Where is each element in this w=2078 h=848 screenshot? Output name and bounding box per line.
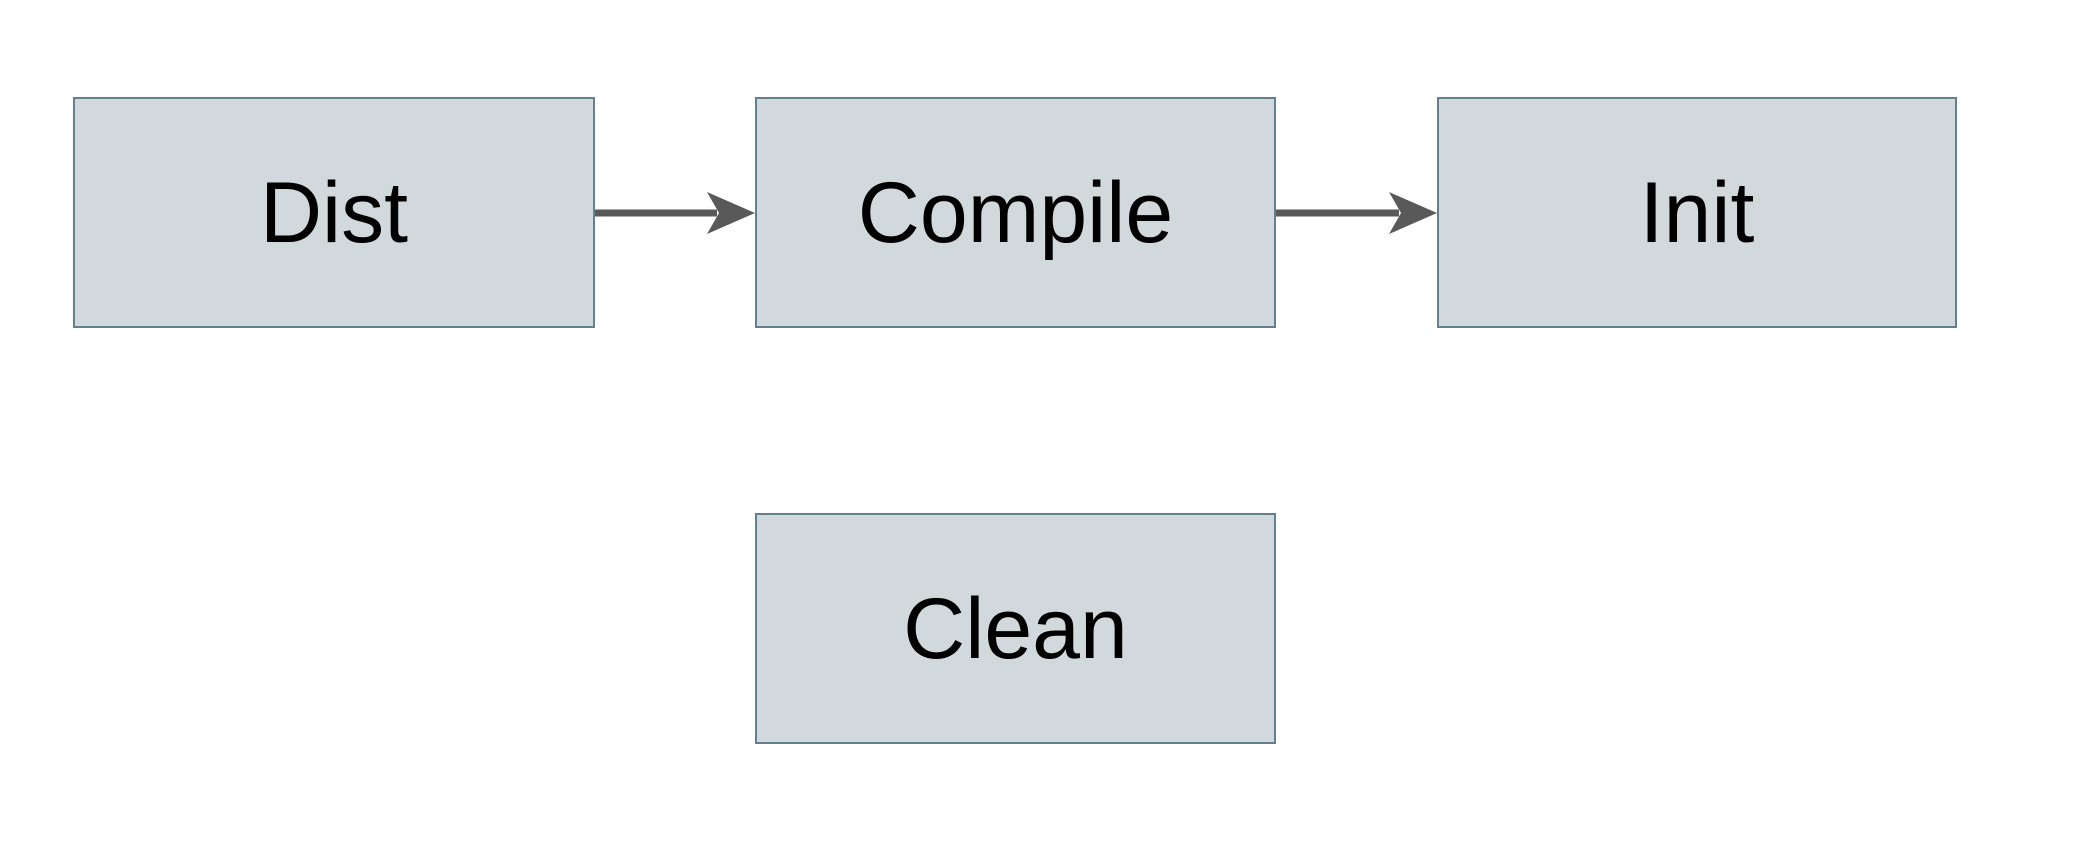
node-compile-label: Compile xyxy=(857,164,1174,261)
node-clean-label: Clean xyxy=(903,580,1128,677)
node-clean[interactable]: Clean xyxy=(755,513,1276,744)
node-compile[interactable]: Compile xyxy=(755,97,1276,328)
node-dist[interactable]: Dist xyxy=(73,97,595,328)
arrow-compile-to-init-icon xyxy=(1276,192,1437,234)
node-init[interactable]: Init xyxy=(1437,97,1957,328)
node-init-label: Init xyxy=(1639,164,1755,261)
arrow-dist-to-compile-icon xyxy=(595,192,755,234)
node-dist-label: Dist xyxy=(259,164,409,261)
